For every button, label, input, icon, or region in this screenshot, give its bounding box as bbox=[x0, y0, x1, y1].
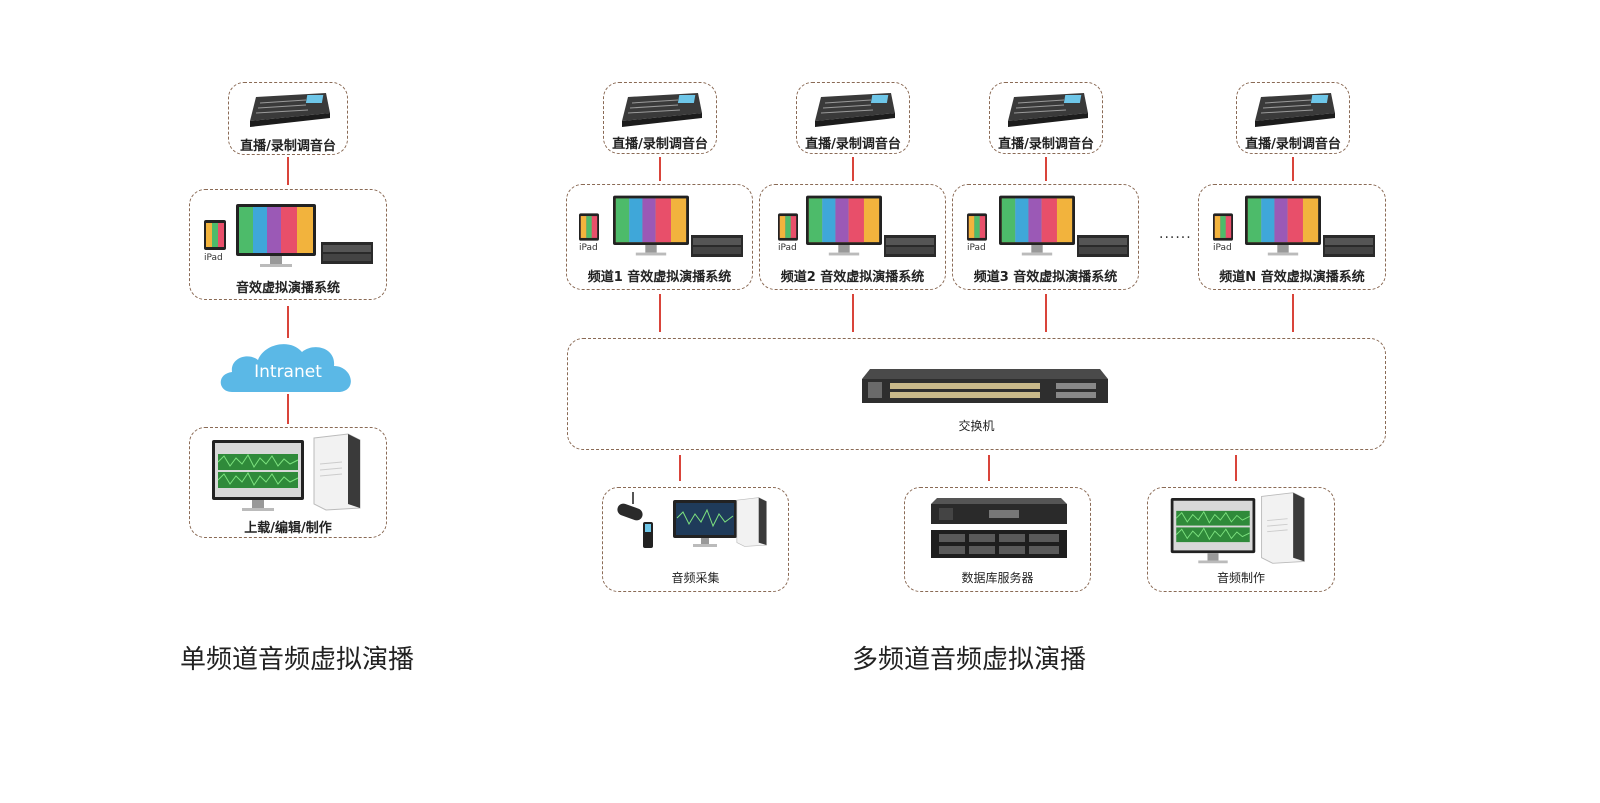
ipad-label: iPad bbox=[778, 243, 797, 253]
mixing-console-icon bbox=[1008, 93, 1088, 127]
channel-console-box: 直播/录制调音台 bbox=[1236, 82, 1350, 154]
mixing-console-icon bbox=[622, 93, 702, 127]
system-label: 频道2 音效虚拟演播系统 bbox=[780, 270, 925, 285]
channel-system-box: iPad 频道1 音效虚拟演播系统 bbox=[566, 184, 753, 290]
connector-line bbox=[852, 157, 854, 181]
channel-system-box: iPad 频道3 音效虚拟演播系统 bbox=[952, 184, 1139, 290]
channel-system-box: iPad 频道N 音效虚拟演播系统 bbox=[1198, 184, 1386, 290]
ipad-icon bbox=[778, 213, 798, 241]
server-icon bbox=[884, 235, 936, 257]
pc-tower-icon bbox=[1261, 492, 1305, 564]
system-label: 音效虚拟演播系统 bbox=[235, 281, 340, 296]
system-label: 频道3 音效虚拟演播系统 bbox=[973, 270, 1118, 285]
ipad-icon bbox=[204, 220, 226, 250]
workstation-label: 上载/编辑/制作 bbox=[244, 521, 332, 536]
connector-line bbox=[659, 294, 661, 332]
connector-line bbox=[852, 294, 854, 332]
console-label: 直播/录制调音台 bbox=[998, 137, 1094, 152]
connector-line bbox=[988, 455, 990, 481]
server-icon bbox=[1323, 235, 1375, 257]
single-title: 单频道音频虚拟演播 bbox=[180, 645, 415, 675]
ipad-label: iPad bbox=[204, 253, 223, 263]
monitor-icon bbox=[673, 500, 737, 547]
ipad-label: iPad bbox=[579, 243, 598, 253]
single-system-box: iPad 音效虚拟演播系统 bbox=[189, 189, 387, 300]
connector-line bbox=[287, 394, 289, 424]
connector-line bbox=[1292, 157, 1294, 181]
connector-line bbox=[679, 455, 681, 481]
switch-label: 交换机 bbox=[958, 419, 995, 433]
audio-production-label: 音频制作 bbox=[1216, 571, 1265, 585]
system-label: 频道1 音效虚拟演播系统 bbox=[587, 270, 732, 285]
channel-console-box: 直播/录制调音台 bbox=[989, 82, 1103, 154]
multi-title: 多频道音频虚拟演播 bbox=[852, 645, 1087, 675]
single-console-box: 直播/录制调音台 bbox=[228, 82, 348, 155]
switch-box: 交换机 bbox=[567, 338, 1386, 450]
editing-monitor-icon bbox=[212, 440, 304, 511]
channel-system-box: iPad 频道2 音效虚拟演播系统 bbox=[759, 184, 946, 290]
monitor-icon bbox=[806, 195, 882, 256]
single-workstation-box: 上载/编辑/制作 bbox=[189, 427, 387, 538]
pc-tower-icon bbox=[736, 497, 767, 547]
console-label: 直播/录制调音台 bbox=[805, 137, 901, 152]
ipad-icon bbox=[1213, 213, 1233, 241]
mixing-console-icon bbox=[815, 93, 895, 127]
database-server-box: 数据库服务器 bbox=[904, 487, 1091, 592]
ipad-icon bbox=[967, 213, 987, 241]
connector-line bbox=[1235, 455, 1237, 481]
microphone-icon bbox=[617, 492, 653, 548]
ipad-label: iPad bbox=[1213, 243, 1232, 253]
editing-monitor-icon bbox=[1170, 498, 1256, 564]
connector-line bbox=[287, 306, 289, 338]
monitor-icon bbox=[236, 204, 316, 267]
network-switch-icon bbox=[862, 369, 1108, 403]
console-label: 直播/录制调音台 bbox=[1245, 137, 1341, 152]
audio-capture-box: 音频采集 bbox=[602, 487, 789, 592]
ipad-icon bbox=[579, 213, 599, 241]
connector-line bbox=[287, 157, 289, 185]
monitor-icon bbox=[999, 195, 1075, 256]
mixing-console-icon bbox=[1255, 93, 1335, 127]
console-label: 直播/录制调音台 bbox=[240, 139, 336, 154]
monitor-icon bbox=[1245, 195, 1321, 256]
cloud-label: Intranet bbox=[254, 362, 322, 382]
server-icon bbox=[691, 235, 743, 257]
connector-line bbox=[659, 157, 661, 181]
rack-server-icon bbox=[931, 498, 1067, 558]
connector-line bbox=[1045, 294, 1047, 332]
connector-line bbox=[1045, 157, 1047, 181]
ipad-label: iPad bbox=[967, 243, 986, 253]
database-server-label: 数据库服务器 bbox=[961, 571, 1034, 585]
audio-capture-label: 音频采集 bbox=[671, 571, 720, 585]
channel-console-box: 直播/录制调音台 bbox=[796, 82, 910, 154]
server-icon bbox=[321, 242, 373, 264]
connector-line bbox=[1292, 294, 1294, 332]
ellipsis: ...... bbox=[1159, 226, 1192, 242]
server-icon bbox=[1077, 235, 1129, 257]
mixing-console-icon bbox=[250, 93, 330, 127]
console-label: 直播/录制调音台 bbox=[612, 137, 708, 152]
monitor-icon bbox=[613, 195, 689, 256]
cloud-icon bbox=[220, 344, 351, 392]
pc-tower-icon bbox=[313, 433, 361, 511]
channel-console-box: 直播/录制调音台 bbox=[603, 82, 717, 154]
audio-production-box: 音频制作 bbox=[1147, 487, 1335, 592]
system-label: 频道N 音效虚拟演播系统 bbox=[1219, 270, 1365, 285]
